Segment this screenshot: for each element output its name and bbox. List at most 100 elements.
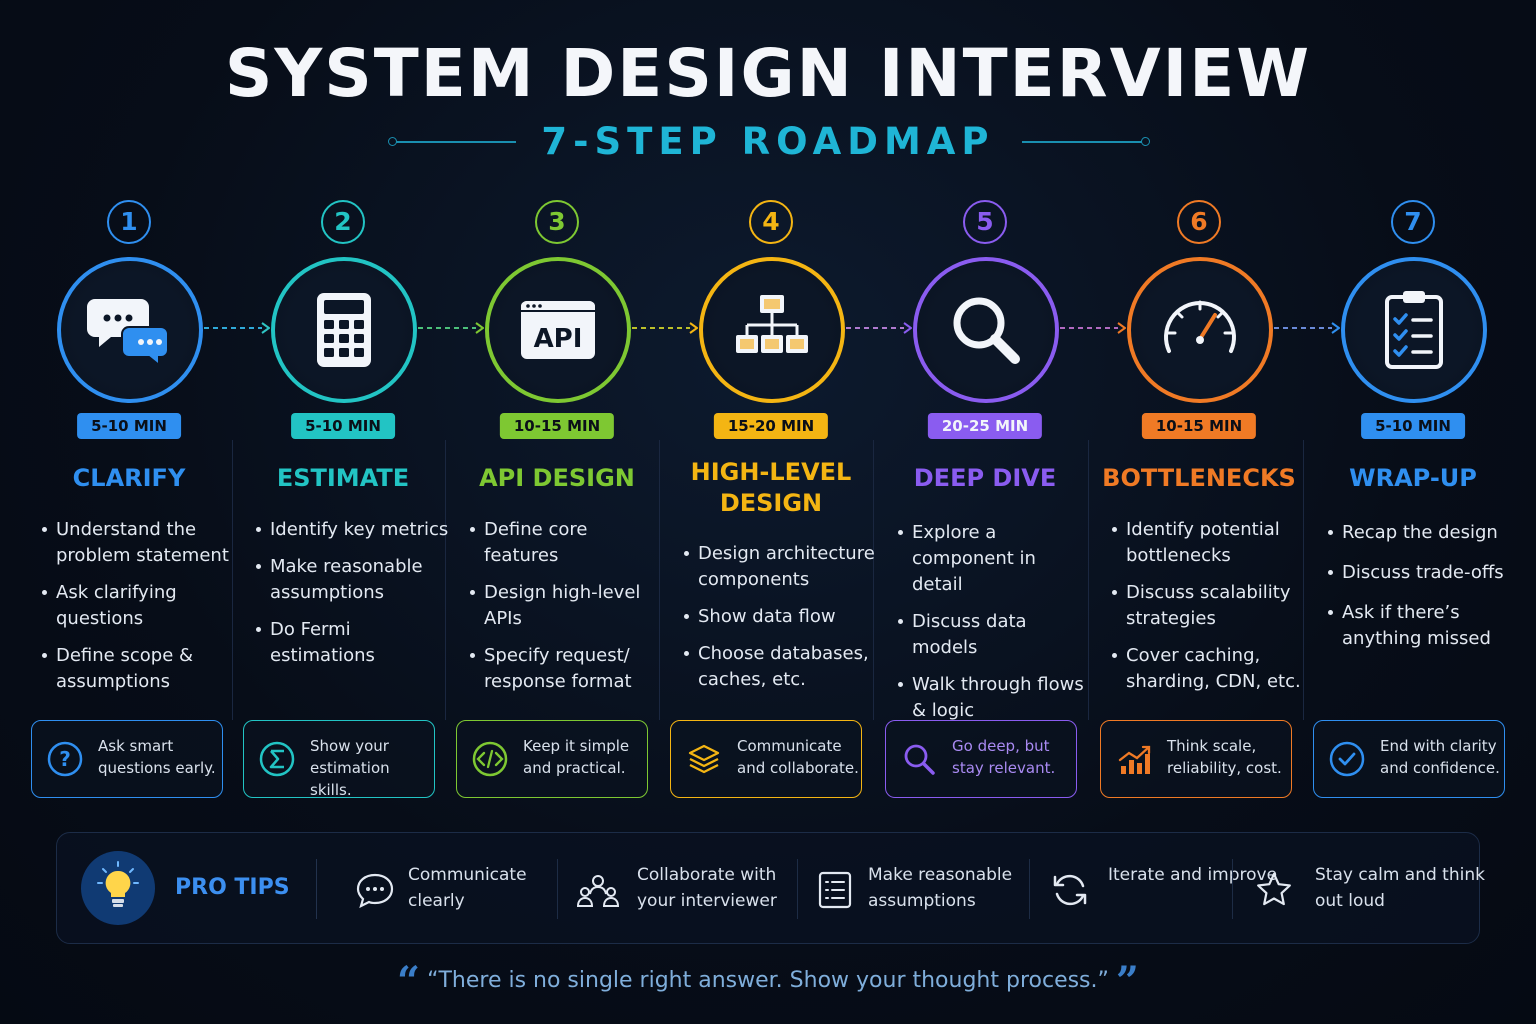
subtitle-block: 7-STEP ROADMAP <box>0 118 1536 166</box>
magnifier-icon <box>953 297 1020 364</box>
duration-badge: 5-10 MIN <box>1361 413 1465 439</box>
pro-tips-label: PRO TIPS <box>175 875 290 900</box>
divider <box>1232 859 1233 919</box>
column-divider <box>659 440 660 720</box>
bullet-item: Identify potential bottlenecks <box>1110 517 1306 569</box>
duration-badge: 10-15 MIN <box>499 413 615 439</box>
step-title: BOTTLENECKS <box>1102 464 1296 492</box>
step-tip-card: Communicate and collaborate. <box>670 720 862 798</box>
step-bullets: Understand the problem statement Ask cla… <box>40 517 236 706</box>
api-window-icon: API <box>521 301 595 359</box>
step-icon-ring <box>1127 257 1273 403</box>
duration-badge: 15-20 MIN <box>713 413 829 439</box>
quote-text: “There is no single right answer. Show y… <box>427 968 1109 993</box>
bullet-item: Define core features <box>468 517 664 569</box>
magnifier-icon <box>904 744 935 775</box>
tip-text: Think scale, reliability, cost. <box>1167 737 1282 777</box>
pro-tips-panel: PRO TIPS Communicate clearly Collaborate… <box>56 832 1485 944</box>
divider <box>557 859 558 919</box>
chat-icon <box>356 873 394 909</box>
step-icon-ring <box>913 257 1059 403</box>
step-icon-ring: API <box>485 257 631 403</box>
layers-icon <box>688 744 720 774</box>
pro-tip-text: Communicate clearly <box>408 865 527 911</box>
bullet-item: Cover caching, sharding, CDN, etc. <box>1110 643 1306 695</box>
bullet-item: Ask clarifying questions <box>40 580 236 632</box>
closing-quote: “ “There is no single right answer. Show… <box>0 962 1536 1002</box>
bullet-item: Choose databases, caches, etc. <box>682 641 878 693</box>
gauge-icon <box>1164 300 1236 353</box>
tip-text: End with clarity and confidence. <box>1380 737 1500 777</box>
arrow-4-5 <box>846 322 912 334</box>
column-divider <box>873 440 874 720</box>
bullet-item: Walk through flows & logic <box>896 672 1092 724</box>
step-number: 6 <box>1177 200 1221 244</box>
divider <box>1029 859 1030 919</box>
step-title: WRAP-UP <box>1349 464 1477 492</box>
step-tip-card: End with clarity and confidence. <box>1313 720 1505 798</box>
pro-tip-item: Communicate clearly <box>355 860 545 920</box>
step-icon-ring <box>1341 257 1487 403</box>
pro-tip-item: Stay calm and think out loud <box>1254 860 1485 920</box>
bullet-item: Ask if there’s anything missed <box>1326 600 1522 652</box>
bullet-item: Do Fermi estimations <box>254 617 450 669</box>
step-high-level-design: 4 15-20 MIN HIGH-LEVEL DESIGN Design arc… <box>664 195 878 805</box>
column-divider <box>445 440 446 720</box>
pro-tip-text: Iterate and improve <box>1108 865 1278 885</box>
step-number: 3 <box>535 200 579 244</box>
pro-tip-text: Collaborate with your interviewer <box>637 865 777 911</box>
tip-text: Keep it simple and practical. <box>523 737 630 777</box>
step-tip-card: ? Ask smart questions early. <box>31 720 223 798</box>
divider <box>316 859 317 919</box>
step-bullets: Identify potential bottlenecks Discuss s… <box>1110 517 1306 706</box>
step-number: 2 <box>321 200 365 244</box>
tip-text: Show your estimation skills. <box>310 737 390 799</box>
step-title: CLARIFY <box>72 464 186 492</box>
duration-badge: 5-10 MIN <box>291 413 395 439</box>
step-icon-ring <box>271 257 417 403</box>
open-quote-icon: “ <box>397 958 421 1005</box>
step-wrap-up: 7 5-10 MIN WRAP-UP Recap the design Disc… <box>1306 195 1520 805</box>
code-icon <box>472 741 508 777</box>
check-circle-icon <box>1329 741 1365 777</box>
svg-text:API: API <box>534 324 583 354</box>
people-icon <box>576 875 620 907</box>
step-api-design: 3 API 10-15 MIN API DESIGN Define core f… <box>450 195 664 805</box>
document-icon <box>818 871 852 909</box>
step-bullets: Identify key metrics Make reasonable ass… <box>254 517 450 680</box>
step-title: API DESIGN <box>479 464 635 492</box>
step-clarify: 1 5-10 MIN CLARIFY Understand the proble… <box>22 195 236 805</box>
step-number: 1 <box>107 200 151 244</box>
question-icon: ? <box>47 741 83 777</box>
step-icon-ring <box>699 257 845 403</box>
step-icon-ring <box>57 257 203 403</box>
duration-badge: 20-25 MIN <box>927 413 1043 439</box>
bullet-item: Understand the problem statement <box>40 517 236 569</box>
bullet-item: Explore a component in detail <box>896 520 1092 598</box>
step-bottlenecks: 6 10-15 MIN BOTTLENECKS Identify potenti… <box>1092 195 1306 805</box>
tip-text: Communicate and collaborate. <box>737 737 859 777</box>
star-icon <box>1257 872 1291 906</box>
arrow-3-4 <box>632 322 698 334</box>
bullet-item: Design high-level APIs <box>468 580 664 632</box>
divider <box>797 859 798 919</box>
step-deep-dive: 5 20-25 MIN DEEP DIVE Explore a componen… <box>878 195 1092 805</box>
pro-tip-item: Iterate and improve <box>1050 860 1277 920</box>
bullet-item: Recap the design <box>1326 520 1522 546</box>
step-title: DEEP DIVE <box>913 464 1057 492</box>
step-bullets: Explore a component in detail Discuss da… <box>896 520 1092 735</box>
close-quote-icon: ” <box>1115 958 1139 1005</box>
pro-tip-item: Collaborate with your interviewer <box>575 860 795 920</box>
step-title: HIGH-LEVEL DESIGN <box>690 458 852 517</box>
sigma-icon <box>259 741 295 777</box>
step-bullets: Recap the design Discuss trade-offs Ask … <box>1326 520 1522 663</box>
column-divider <box>1303 440 1304 720</box>
bullet-item: Show data flow <box>682 604 878 630</box>
bullet-item: Discuss scalability strategies <box>1110 580 1306 632</box>
subtitle-line-left <box>388 137 516 146</box>
tip-text: Ask smart questions early. <box>98 737 216 777</box>
duration-badge: 10-15 MIN <box>1141 413 1257 439</box>
step-estimate: 2 5-10 MIN ESTIMATE Identify key metrics… <box>236 195 450 805</box>
page-title: SYSTEM DESIGN INTERVIEW <box>224 35 1312 112</box>
step-number: 4 <box>749 200 793 244</box>
